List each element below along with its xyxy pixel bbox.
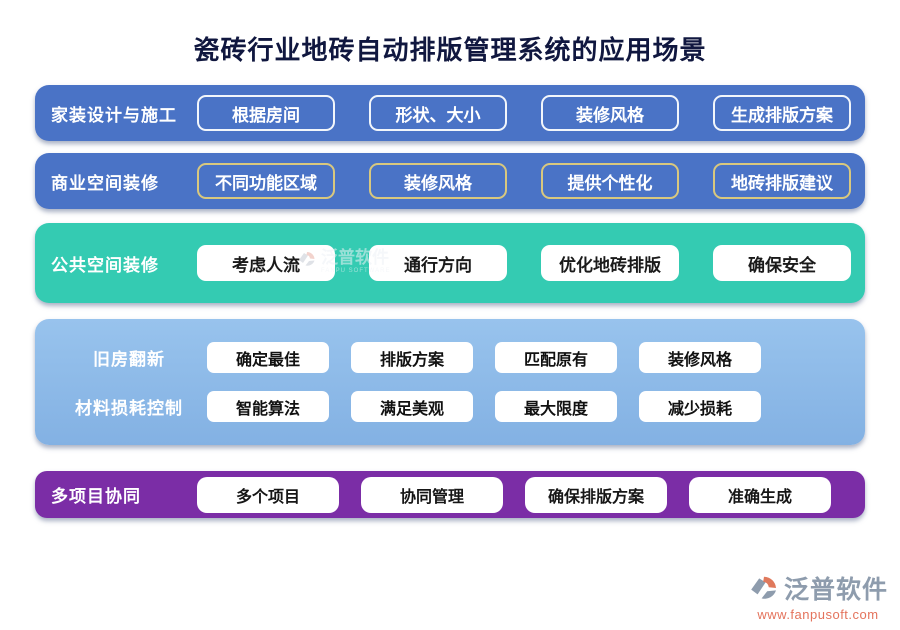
page-title: 瓷砖行业地砖自动排版管理系统的应用场景 (193, 35, 707, 65)
pill-button: 根据房间 (197, 95, 335, 131)
row-label: 材料损耗控制 (75, 399, 183, 418)
row-multi-project: 多项目协同 多个项目 协同管理 确保排版方案 准确生成 (35, 471, 865, 518)
brand-top-row: 泛普软件 (748, 570, 888, 606)
pill-group: 根据房间 形状、大小 装修风格 生成排版方案 (197, 95, 851, 131)
pill-button: 不同功能区域 (197, 163, 335, 199)
pill-button: 匹配原有 (495, 342, 617, 373)
row-home-design: 家装设计与施工 根据房间 形状、大小 装修风格 生成排版方案 (35, 85, 865, 141)
pill-button: 协同管理 (361, 476, 503, 513)
pill-button: 考虑人流 (197, 245, 335, 281)
subrow-old-house: 旧房翻新 确定最佳 排版方案 匹配原有 装修风格 (51, 342, 851, 373)
pill-button: 形状、大小 (369, 95, 507, 131)
pill-button: 满足美观 (351, 391, 473, 422)
row-label: 公共空间装修 (51, 255, 159, 275)
pill-button: 减少损耗 (639, 391, 761, 422)
pill-button: 最大限度 (495, 391, 617, 422)
pill-button: 提供个性化 (541, 163, 679, 199)
brand-name: 泛普软件 (783, 576, 888, 604)
pill-button: 准确生成 (689, 476, 831, 513)
brand-url: www.fanpusoft.com (757, 607, 879, 622)
pill-button: 排版方案 (351, 342, 473, 373)
pill-button: 确定最佳 (207, 342, 329, 373)
diagram: 家装设计与施工 根据房间 形状、大小 装修风格 生成排版方案 商业空间装修 不同… (35, 85, 865, 518)
row-commercial-space: 商业空间装修 不同功能区域 装修风格 提供个性化 地砖排版建议 (35, 153, 865, 209)
pill-button: 确保安全 (713, 245, 851, 281)
pill-group: 确定最佳 排版方案 匹配原有 装修风格 (207, 342, 761, 373)
row-label: 商业空间装修 (51, 173, 159, 193)
row-label: 家装设计与施工 (51, 105, 177, 125)
pill-button: 装修风格 (639, 342, 761, 373)
row-renovation-group: 旧房翻新 确定最佳 排版方案 匹配原有 装修风格 材料损耗控制 智能算法 满足美… (35, 319, 865, 445)
brand-logo: 泛普软件 www.fanpusoft.com (748, 570, 888, 622)
pill-group: 智能算法 满足美观 最大限度 减少损耗 (207, 391, 761, 422)
pill-button: 确保排版方案 (525, 476, 667, 513)
pill-group: 考虑人流 通行方向 优化地砖排版 确保安全 (197, 245, 851, 281)
pill-button: 地砖排版建议 (713, 163, 851, 199)
row-public-space: 公共空间装修 考虑人流 通行方向 优化地砖排版 确保安全 泛普软件 FANPU … (35, 223, 865, 303)
pill-button: 装修风格 (541, 95, 679, 131)
row-label: 旧房翻新 (93, 350, 165, 369)
pill-button: 优化地砖排版 (541, 245, 679, 281)
pill-button: 装修风格 (369, 163, 507, 199)
pill-button: 智能算法 (207, 391, 329, 422)
pill-button: 通行方向 (369, 245, 507, 281)
subrow-material-loss: 材料损耗控制 智能算法 满足美观 最大限度 减少损耗 (51, 391, 851, 422)
pill-button: 生成排版方案 (713, 95, 851, 131)
row-label: 多项目协同 (51, 487, 141, 506)
pill-button: 多个项目 (197, 476, 339, 513)
pill-group: 多个项目 协同管理 确保排版方案 准确生成 (197, 476, 831, 513)
brand-icon (751, 576, 776, 599)
pill-group: 不同功能区域 装修风格 提供个性化 地砖排版建议 (197, 163, 851, 199)
